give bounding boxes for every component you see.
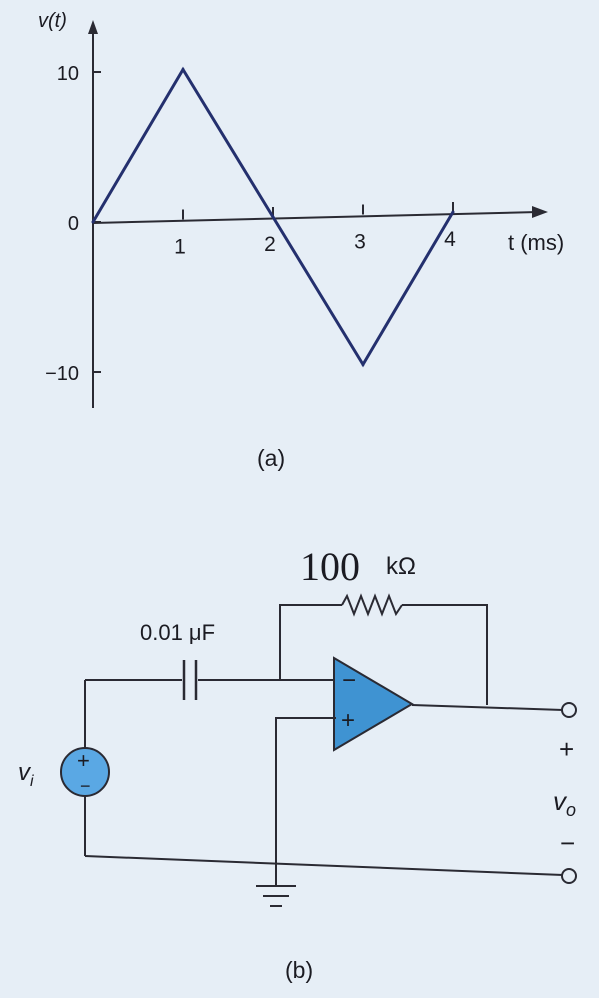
waveform-vertex xyxy=(361,363,365,366)
y-axis-arrow-icon xyxy=(88,20,98,34)
x-tick-label: 3 xyxy=(354,231,366,254)
circuit-caption: (b) xyxy=(285,957,313,983)
waveform-vertex xyxy=(181,68,185,71)
feedback-resistor xyxy=(341,593,403,617)
output-plus-sign: + xyxy=(559,734,574,764)
output-voltage-label: vo xyxy=(553,786,576,820)
waveform-vertex xyxy=(91,220,95,224)
x-axis-label: t (ms) xyxy=(508,230,564,255)
resistor-unit: kΩ xyxy=(386,553,416,580)
output-terminal-top[interactable] xyxy=(561,702,577,718)
y-tick-label: 10 xyxy=(57,63,79,85)
y-axis-label: v(t) xyxy=(38,10,67,32)
noninverting-input-wire xyxy=(275,717,336,885)
x-axis-arrow-icon xyxy=(532,206,548,218)
source-plus-sign: + xyxy=(77,748,90,773)
ground-icon xyxy=(256,885,296,907)
output-wire xyxy=(411,704,564,711)
waveform xyxy=(91,66,455,368)
x-tick-label: 4 xyxy=(444,228,456,251)
feedback-wire xyxy=(279,604,342,680)
x-axis xyxy=(92,211,539,224)
output-minus-sign: − xyxy=(560,828,575,858)
y-ticks: 10 0 −10 xyxy=(45,63,101,385)
capacitor-label: 0.01 μF xyxy=(140,620,215,645)
waveform-vertex xyxy=(271,215,275,219)
output-terminal-bottom[interactable] xyxy=(561,868,577,884)
y-tick-label: −10 xyxy=(45,363,79,385)
x-tick-label: 1 xyxy=(174,236,186,259)
opamp-noninverting-sign: + xyxy=(341,707,355,734)
source-minus-sign: − xyxy=(80,776,91,796)
y-tick-label: 0 xyxy=(68,213,79,235)
resistor-value: 100 xyxy=(300,544,360,589)
feedback-wire-right xyxy=(402,604,488,705)
ground-rail xyxy=(84,855,564,876)
waveform-graph: v(t) t (ms) 10 0 −10 1 2 3 4 (a) xyxy=(38,10,564,471)
x-ticks: 1 2 3 4 xyxy=(174,202,456,259)
circuit-diagram: 100 kΩ 0.01 μF − + + − vo + − vi xyxy=(18,544,577,983)
waveform-vertex xyxy=(451,210,455,214)
opamp-triangle xyxy=(333,656,414,752)
graph-caption: (a) xyxy=(257,445,285,471)
opamp-inverting-sign: − xyxy=(342,667,356,694)
source-voltage-label: vi xyxy=(18,759,34,790)
x-tick-label: 2 xyxy=(264,233,276,256)
